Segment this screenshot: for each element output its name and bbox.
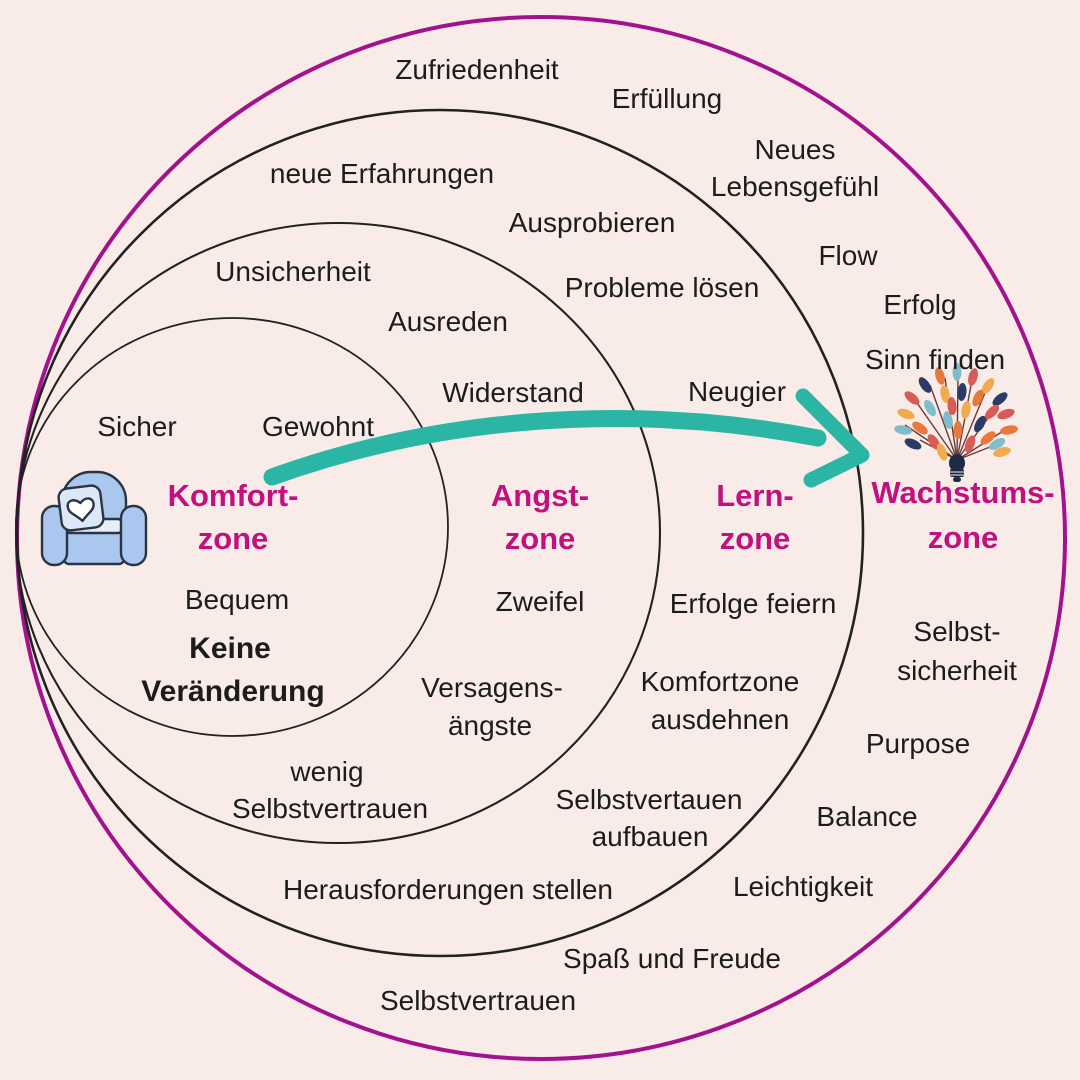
fear-zone-title-line1: Angst- (490, 478, 590, 513)
label-sicher: Sicher (97, 411, 177, 442)
label-komfortzone-ausdehnen-line1: Komfortzone (640, 666, 800, 697)
label-flow: Flow (818, 240, 878, 271)
comfort-zone-title-line1: Komfort- (167, 478, 299, 513)
light-bulb (949, 454, 965, 482)
label-keine-veraenderung-line2: Veränderung (141, 675, 325, 708)
label-widerstand: Widerstand (442, 377, 584, 408)
growth-arrow (263, 388, 870, 488)
idea-tree-leaves (894, 363, 1018, 461)
label-wenig-selbstvertrauen-line2: Selbstvertrauen (231, 793, 429, 824)
label-komfortzone-ausdehnen-line2: ausdehnen (650, 704, 790, 735)
label-keine-veraenderung-line1: Keine (189, 632, 271, 665)
label-neue-erfahrungen: neue Erfahrungen (269, 158, 495, 189)
label-sinn-finden: Sinn finden (864, 344, 1006, 375)
label-purpose: Purpose (865, 728, 971, 759)
comfort-zone-title-line2: zone (197, 521, 269, 556)
label-wenig-selbstvertrauen-line1: wenig (290, 756, 364, 787)
comfort-zone-circle (15, 317, 449, 737)
label-balance: Balance (816, 801, 918, 832)
label-selbstsicherheit-line2: sicherheit (897, 655, 1017, 686)
label-neugier: Neugier (687, 376, 787, 407)
armchair-icon (40, 470, 148, 567)
label-erfuellung: Erfüllung (611, 83, 723, 114)
label-gewohnt: Gewohnt (261, 411, 375, 442)
label-selbstvertrauen-bottom: Selbstvertrauen (379, 985, 577, 1016)
label-versagensaengste-line2: ängste (447, 710, 533, 741)
label-erfolg: Erfolg (883, 289, 957, 320)
growth-zone-title-line1: Wachstums- (871, 475, 1055, 510)
label-ausprobieren: Ausprobieren (508, 207, 676, 238)
label-zweifel: Zweifel (495, 586, 585, 617)
label-unsicherheit: Unsicherheit (215, 256, 371, 287)
label-zufriedenheit: Zufriedenheit (395, 54, 559, 85)
fear-zone-title-line2: zone (504, 521, 576, 556)
label-neues-lebensgefuehl-line1: Neues (754, 134, 836, 165)
label-selbstvertauen-aufbauen-line1: Selbstvertauen (555, 784, 743, 815)
label-selbstsicherheit-line1: Selbst- (913, 616, 1001, 647)
label-selbstvertauen-aufbauen-line2: aufbauen (591, 821, 709, 852)
label-erfolge-feiern: Erfolge feiern (669, 588, 837, 619)
label-leichtigkeit: Leichtigkeit (732, 871, 874, 902)
learning-zone-title-line1: Lern- (716, 478, 794, 513)
growth-zone-title-line2: zone (927, 520, 999, 555)
learning-zone-title-line2: zone (719, 521, 791, 556)
label-neues-lebensgefuehl-line2: Lebensgefühl (710, 171, 880, 202)
label-versagensaengste-line1: Versagens- (421, 672, 563, 703)
label-ausreden: Ausreden (388, 306, 508, 337)
label-probleme-loesen: Probleme lösen (564, 272, 760, 303)
label-herausforderungen-stellen: Herausforderungen stellen (283, 874, 613, 905)
label-bequem: Bequem (184, 584, 290, 615)
idea-tree-icon (894, 363, 1018, 482)
label-spass-und-freude: Spaß und Freude (563, 943, 781, 974)
